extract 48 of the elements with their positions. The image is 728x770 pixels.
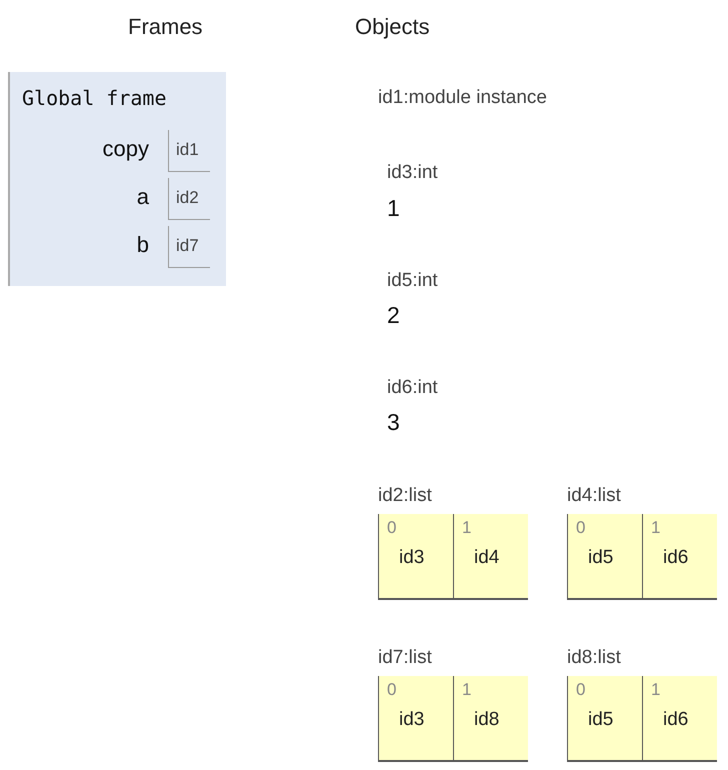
int-value: 3 <box>387 409 400 436</box>
frame-panel <box>8 72 226 286</box>
object-reference: id5 <box>588 547 614 569</box>
object-reference: id6 <box>663 709 688 731</box>
object-type-label: id1:module instance <box>378 87 547 109</box>
object-reference: id4 <box>474 547 500 569</box>
list-index: 1 <box>651 518 660 538</box>
list-index: 1 <box>651 680 660 700</box>
object-reference: id5 <box>588 709 614 731</box>
object-reference: id2 <box>176 188 199 208</box>
list-cell <box>378 514 453 600</box>
pointer-cell <box>168 178 210 220</box>
list-index: 0 <box>576 680 586 700</box>
column-heading: Objects <box>355 14 430 40</box>
list-heading: id8:list <box>567 647 621 669</box>
object-reference: id6 <box>663 547 688 569</box>
list-index: 0 <box>576 518 586 538</box>
object-type-label: id3:int <box>387 162 438 184</box>
list-heading: id2:list <box>378 485 432 507</box>
object-reference: id7 <box>176 236 199 256</box>
list-cell <box>378 676 453 762</box>
variable-name: copy <box>102 136 149 162</box>
object-type-label: id6:int <box>387 377 438 399</box>
object-reference: id3 <box>399 547 424 569</box>
list-cell <box>642 514 717 600</box>
variable-name: b <box>136 232 149 258</box>
list-index: 1 <box>462 518 472 538</box>
object-reference: id3 <box>399 709 424 731</box>
list-index: 1 <box>462 680 472 700</box>
frame-title: Global frame <box>22 86 166 110</box>
int-value: 1 <box>387 195 400 222</box>
object-reference: id8 <box>474 709 500 731</box>
list-cell <box>642 676 717 762</box>
object-reference: id1 <box>176 140 199 160</box>
list-index: 0 <box>387 518 396 538</box>
list-cell <box>567 514 642 600</box>
variable-name: a <box>136 184 149 210</box>
object-type-label: id5:int <box>387 270 438 292</box>
list-cell <box>453 676 528 762</box>
list-cell <box>567 676 642 762</box>
pointer-cell <box>168 130 210 172</box>
list-cell <box>453 514 528 600</box>
list-index: 0 <box>387 680 396 700</box>
int-value: 2 <box>387 302 400 329</box>
list-heading: id4:list <box>567 485 621 507</box>
column-heading: Frames <box>128 14 203 40</box>
pointer-cell <box>168 226 210 268</box>
list-heading: id7:list <box>378 647 432 669</box>
